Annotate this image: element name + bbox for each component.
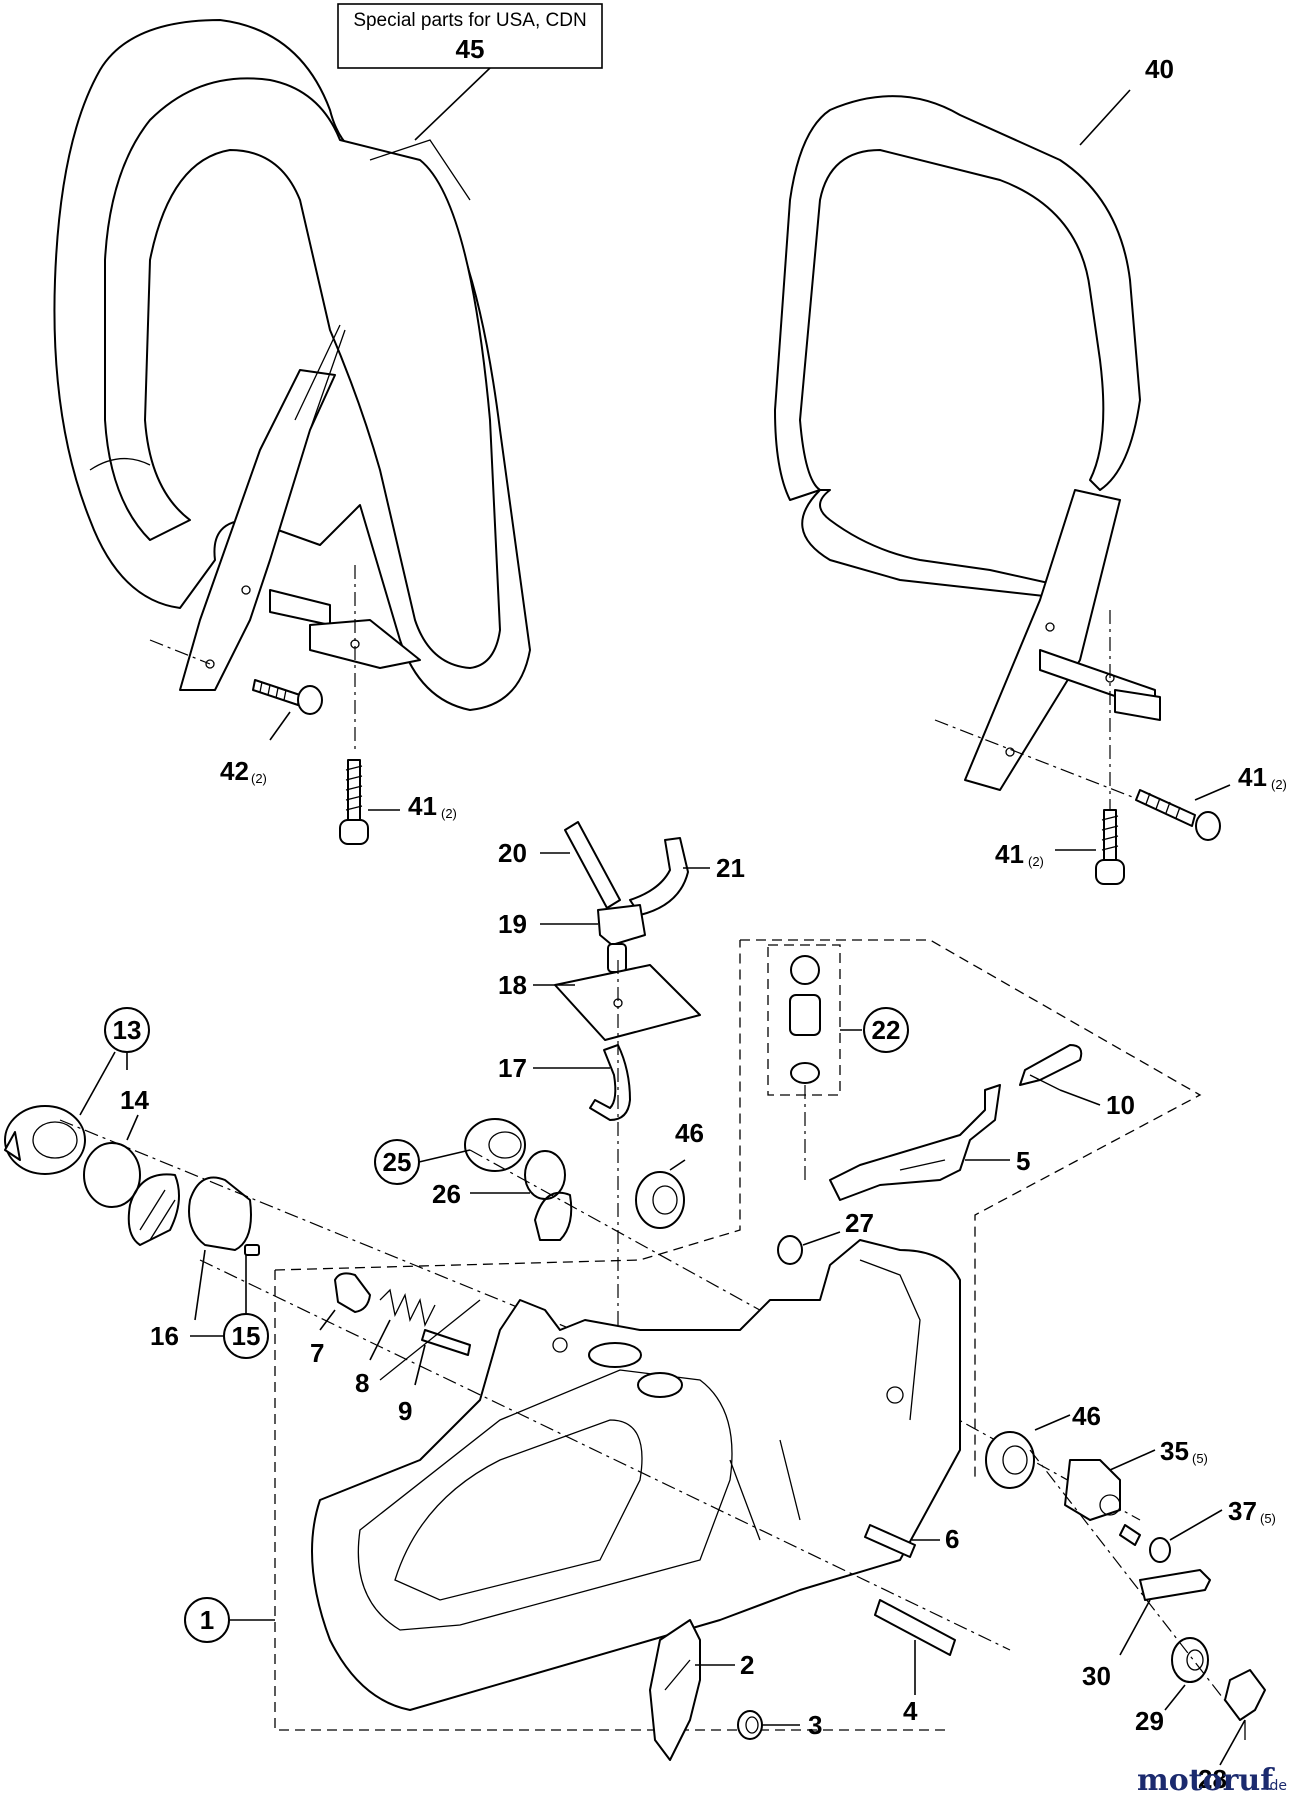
part-25-cap [464,1118,526,1172]
label-3: 3 [808,1710,822,1740]
label-13: 13 [113,1015,142,1045]
label-14: 14 [120,1085,149,1115]
part-20-pin [540,821,621,909]
leader-40 [1079,89,1131,146]
part-15-filter-frame [127,1173,180,1246]
label-30: 30 [1082,1661,1111,1691]
screw-41-left [339,759,400,845]
part-7-cap [319,1272,371,1331]
part-27-bolt [777,1231,841,1265]
part-8-spring [369,1288,436,1361]
part-35-mount [1064,1449,1156,1521]
front-handle [774,95,1161,830]
part-4-pin [874,1599,956,1695]
label-16: 16 [150,1321,179,1351]
screw-41-right-vertical [1055,809,1125,885]
label-15: 15 [232,1321,261,1351]
part-28-nipple [1219,1669,1266,1766]
part-9-pin [414,1329,471,1386]
label-8: 8 [355,1368,369,1398]
part-13-cap [4,1105,86,1175]
label-25: 25 [383,1147,412,1177]
part-30-fitting [1119,1569,1211,1656]
label-41-right-top: 41 [1238,762,1267,792]
qty-42: (2) [251,771,267,786]
label-17: 17 [498,1053,527,1083]
part-26-ring [524,1150,573,1241]
part-6-pin [864,1524,940,1558]
label-42: 42 [220,756,249,786]
qty-41-left: (2) [441,806,457,821]
part-16-filter [188,1176,260,1256]
front-handle-usa-cdn [53,19,531,750]
label-19: 19 [498,909,527,939]
part-3-ring [737,1710,800,1740]
label-40: 40 [1145,54,1174,84]
label-18: 18 [498,970,527,1000]
special-parts-note: Special parts for USA, CDN 45 [337,3,603,69]
labels: 40 42 (2) 41 (2) 41 (2) 41 (2) 20 21 19 … [113,54,1287,1794]
part-10-clip [1019,1044,1101,1106]
label-5: 5 [1016,1146,1030,1176]
part-18-plate [533,964,701,1041]
part-5-cover [829,1084,1010,1201]
watermark-tld: .de [1265,1778,1287,1794]
part-46-lower [985,1414,1071,1489]
part-37-screw [1119,1509,1223,1563]
special-parts-note-text: Special parts for USA, CDN [353,10,586,31]
screw-42 [252,679,323,741]
watermark-logo: motoruf .de [1137,1763,1287,1798]
special-parts-note-number: 45 [456,34,485,64]
label-26: 26 [432,1179,461,1209]
screw-41-right-horizontal [1135,784,1231,841]
label-6: 6 [945,1524,959,1554]
part-2-lever [649,1619,735,1761]
label-27: 27 [845,1208,874,1238]
label-10: 10 [1106,1090,1135,1120]
label-9: 9 [398,1396,412,1426]
label-28: 28 [1198,1764,1227,1794]
label-21: 21 [716,853,745,883]
label-7: 7 [310,1338,324,1368]
label-2: 2 [740,1650,754,1680]
crankcase-part-1 [199,939,1202,1731]
label-37: 37 [1228,1496,1257,1526]
part-19-valve [540,904,646,973]
label-46-top: 46 [675,1118,704,1148]
watermark-brand: motoruf [1137,1763,1275,1798]
leader-45 [414,67,491,141]
label-46-lower: 46 [1072,1401,1101,1431]
part-21-hose [629,837,710,916]
part-22-group [767,944,862,1180]
label-4: 4 [903,1696,918,1726]
part-14-ring [83,1142,141,1208]
part-17-tube [533,1044,631,1121]
qty-41-right-top: (2) [1271,777,1287,792]
qty-35: (5) [1192,1451,1208,1466]
label-41-left: 41 [408,791,437,821]
qty-37: (5) [1260,1511,1276,1526]
label-35: 35 [1160,1436,1189,1466]
callout-circle-22 [863,1007,909,1053]
label-41-right-bottom: 41 [995,839,1024,869]
label-22: 22 [872,1015,901,1045]
label-20: 20 [498,838,527,868]
label-1: 1 [200,1605,214,1635]
part-46-top [635,1159,686,1229]
qty-41-right-bottom: (2) [1028,854,1044,869]
label-29: 29 [1135,1706,1164,1736]
right-axis [1029,1449,1241,1721]
part-29-washer [1164,1637,1209,1711]
